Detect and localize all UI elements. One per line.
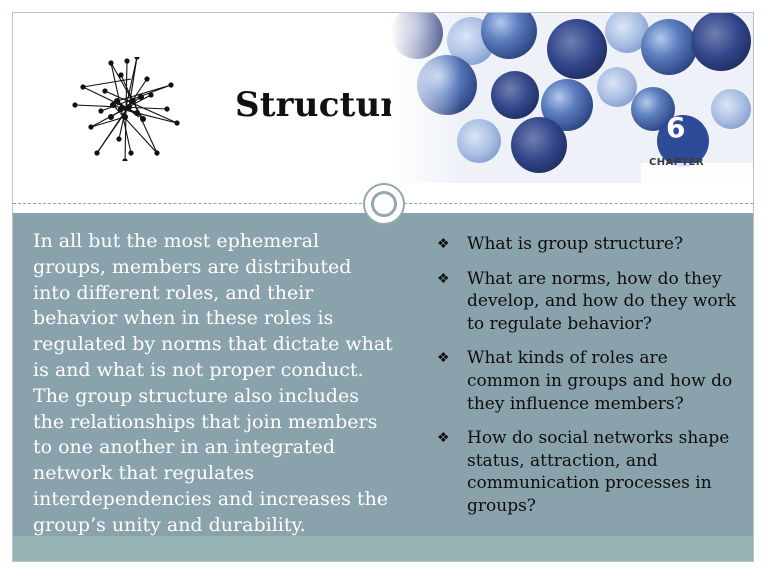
question-text: What are norms, how do they develop, and…	[467, 268, 737, 334]
slide-title: Structure	[235, 85, 421, 125]
diamond-bullet-icon: ❖	[437, 270, 450, 287]
divider-ring-inner	[371, 191, 397, 217]
question-item: ❖ How do social networks shape status, at…	[437, 427, 737, 517]
chapter-label: CHAPTER	[649, 157, 704, 168]
footer-band	[13, 536, 753, 561]
question-text: What is group structure?	[467, 234, 684, 254]
question-text: How do social networks shape status, att…	[467, 428, 730, 516]
question-item: ❖ What are norms, how do they develop, an…	[437, 268, 737, 336]
question-item: ❖ What is group structure?	[437, 233, 737, 256]
content-panel: In all but the most ephemeral groups, me…	[13, 213, 753, 536]
question-list: ❖ What is group structure? ❖ What are norm…	[437, 233, 737, 530]
diamond-bullet-icon: ❖	[437, 236, 450, 252]
slide: Structure	[12, 12, 754, 562]
divider-ring-ornament	[363, 183, 405, 225]
diamond-bullet-icon: ❖	[437, 350, 450, 367]
chapter-number: 6	[666, 111, 686, 144]
structure-description: In all but the most ephemeral groups, me…	[33, 230, 393, 536]
question-text: What kinds of roles are common in groups…	[467, 348, 733, 414]
question-item: ❖ What kinds of roles are common in group…	[437, 347, 737, 415]
slide-header: Structure	[13, 13, 753, 213]
chapter-spheres-image	[391, 13, 753, 183]
diamond-bullet-icon: ❖	[437, 430, 450, 447]
social-network-icon	[72, 57, 180, 161]
